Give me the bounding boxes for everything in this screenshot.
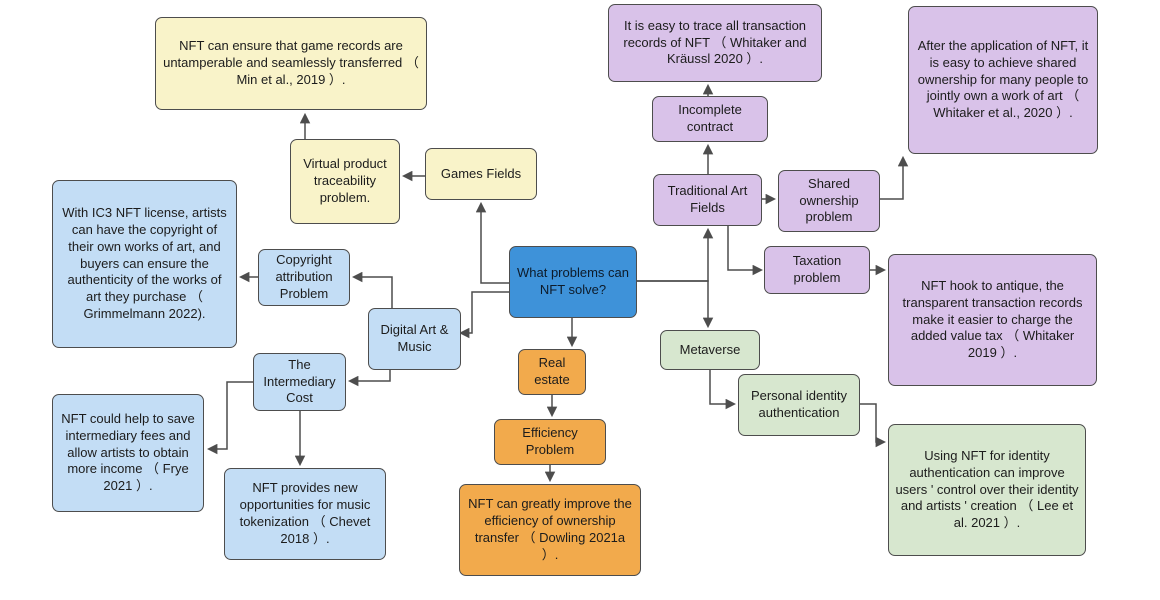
arrow-center-to-traditional bbox=[637, 227, 714, 282]
node-traditional-art-fields: Traditional Art Fields bbox=[653, 174, 762, 226]
node-metaverse: Metaverse bbox=[660, 330, 760, 370]
arrow-identity-to-detail bbox=[860, 403, 887, 448]
node-incomplete-contract: Incomplete contract bbox=[652, 96, 768, 142]
node-efficiency-problem: Efficiency Problem bbox=[494, 419, 606, 465]
node-taxation-problem: Taxation problem bbox=[764, 246, 870, 294]
node-copyright-problem: Copyright attribution Problem bbox=[258, 249, 350, 306]
node-copyright-detail: With IC3 NFT license, artists can have t… bbox=[52, 180, 237, 348]
arrow-center-to-games bbox=[475, 201, 509, 284]
arrow-center-to-digital bbox=[458, 291, 509, 339]
node-digital-art-music: Digital Art & Music bbox=[368, 308, 461, 370]
arrow-center-to-metaverse bbox=[637, 280, 714, 329]
arrow-traditional-to-taxation bbox=[727, 226, 764, 276]
node-incomplete-detail: It is easy to trace all transaction reco… bbox=[608, 4, 822, 82]
arrow-shared-to-detail bbox=[880, 155, 909, 200]
arrow-digital-to-intermediary bbox=[347, 370, 391, 387]
node-intermediary-cost: The Intermediary Cost bbox=[253, 353, 346, 411]
arrow-metaverse-to-identity bbox=[709, 370, 737, 410]
arrow-digital-to-copyright bbox=[351, 271, 393, 308]
arrow-intermediary-to-frye bbox=[206, 381, 253, 455]
node-personal-identity: Personal identity authentication bbox=[738, 374, 860, 436]
node-games-detail: NFT can ensure that game records are unt… bbox=[155, 17, 427, 110]
node-frye-detail: NFT could help to save intermediary fees… bbox=[52, 394, 204, 512]
node-taxation-detail: NFT hook to antique, the transparent tra… bbox=[888, 254, 1097, 386]
node-efficiency-detail: NFT can greatly improve the efficiency o… bbox=[459, 484, 641, 576]
node-games-fields: Games Fields bbox=[425, 148, 537, 200]
node-virtual-product-problem: Virtual product traceability problem. bbox=[290, 139, 400, 224]
node-identity-detail: Using NFT for identity authentication ca… bbox=[888, 424, 1086, 556]
node-real-estate: Real estate bbox=[518, 349, 586, 395]
node-shared-ownership-problem: Shared ownership problem bbox=[778, 170, 880, 232]
node-chevet-detail: NFT provides new opportunities for music… bbox=[224, 468, 386, 560]
node-center-question: What problems can NFT solve? bbox=[509, 246, 637, 318]
node-shared-detail: After the application of NFT, it is easy… bbox=[908, 6, 1098, 154]
